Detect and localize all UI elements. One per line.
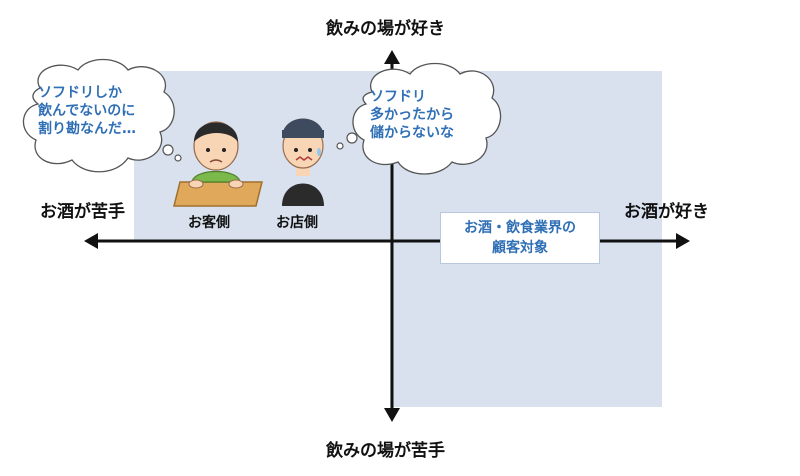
shop-body xyxy=(282,183,324,206)
customer-bubble-line: 割り勘なんだ… xyxy=(38,121,136,137)
table xyxy=(173,181,263,207)
x-axis-arrow-left xyxy=(84,233,98,249)
axis-label-top: 飲みの場が好き xyxy=(326,19,445,39)
target-line: お酒・飲食業界の xyxy=(464,220,576,236)
customer-thought-bubble xyxy=(22,58,182,173)
customer-bubble-line: 飲んでないのに xyxy=(38,103,136,119)
shop-illustration xyxy=(282,118,324,206)
shop-bubble-line: 儲からないな xyxy=(370,125,454,141)
customer-illustration xyxy=(173,121,263,207)
customer-hair xyxy=(194,122,238,142)
customer-bubble-text: ソフドリしか 飲んでないのに 割り勘なんだ… xyxy=(38,84,136,138)
axis-label-right: お酒が好き xyxy=(624,202,709,222)
shop-bandana xyxy=(282,118,324,138)
customer-label: お客側 xyxy=(188,215,230,231)
shop-thought-bubble xyxy=(336,62,502,175)
x-axis-arrow-right xyxy=(676,233,690,249)
customer-bubble-line: ソフドリしか xyxy=(38,85,122,101)
shop-label: お店側 xyxy=(276,215,318,231)
axis-label-left: お酒が苦手 xyxy=(40,202,125,222)
y-axis-arrow-up xyxy=(384,50,400,64)
shop-bubble-line: 多かったから xyxy=(370,107,454,123)
axis-label-bottom: 飲みの場が苦手 xyxy=(326,441,445,461)
y-axis-arrow-down xyxy=(384,408,400,422)
target-customer-box: お酒・飲食業界の 顧客対象 xyxy=(440,212,600,264)
shop-bubble-line: ソフドリ xyxy=(370,89,426,105)
target-line: 顧客対象 xyxy=(492,240,548,256)
shop-bubble-text: ソフドリ 多かったから 儲からないな xyxy=(370,88,454,142)
